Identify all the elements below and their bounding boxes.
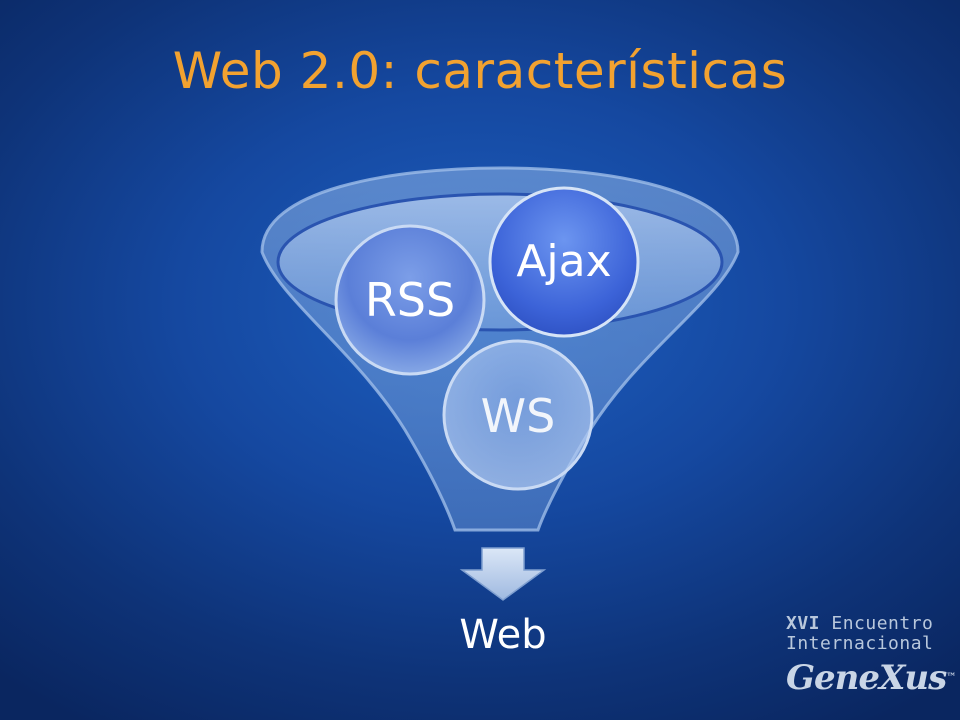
event-line-1: XVI Encuentro: [786, 613, 934, 634]
event-line-2: Internacional: [786, 633, 934, 654]
slide-title: Web 2.0: características: [172, 42, 788, 100]
genexus-logo: GeneXus™: [786, 658, 956, 698]
rss-bubble: RSS: [334, 224, 486, 376]
ajax-bubble: Ajax: [488, 186, 640, 338]
event-branding: XVI Encuentro Internacional GeneXus™: [786, 613, 956, 699]
ws-label: WS: [481, 389, 556, 443]
ajax-label: Ajax: [516, 236, 611, 287]
ws-bubble: WS: [442, 339, 594, 491]
output-label: Web: [459, 612, 547, 658]
rss-label: RSS: [365, 273, 455, 327]
down-arrow-icon: [459, 547, 547, 601]
